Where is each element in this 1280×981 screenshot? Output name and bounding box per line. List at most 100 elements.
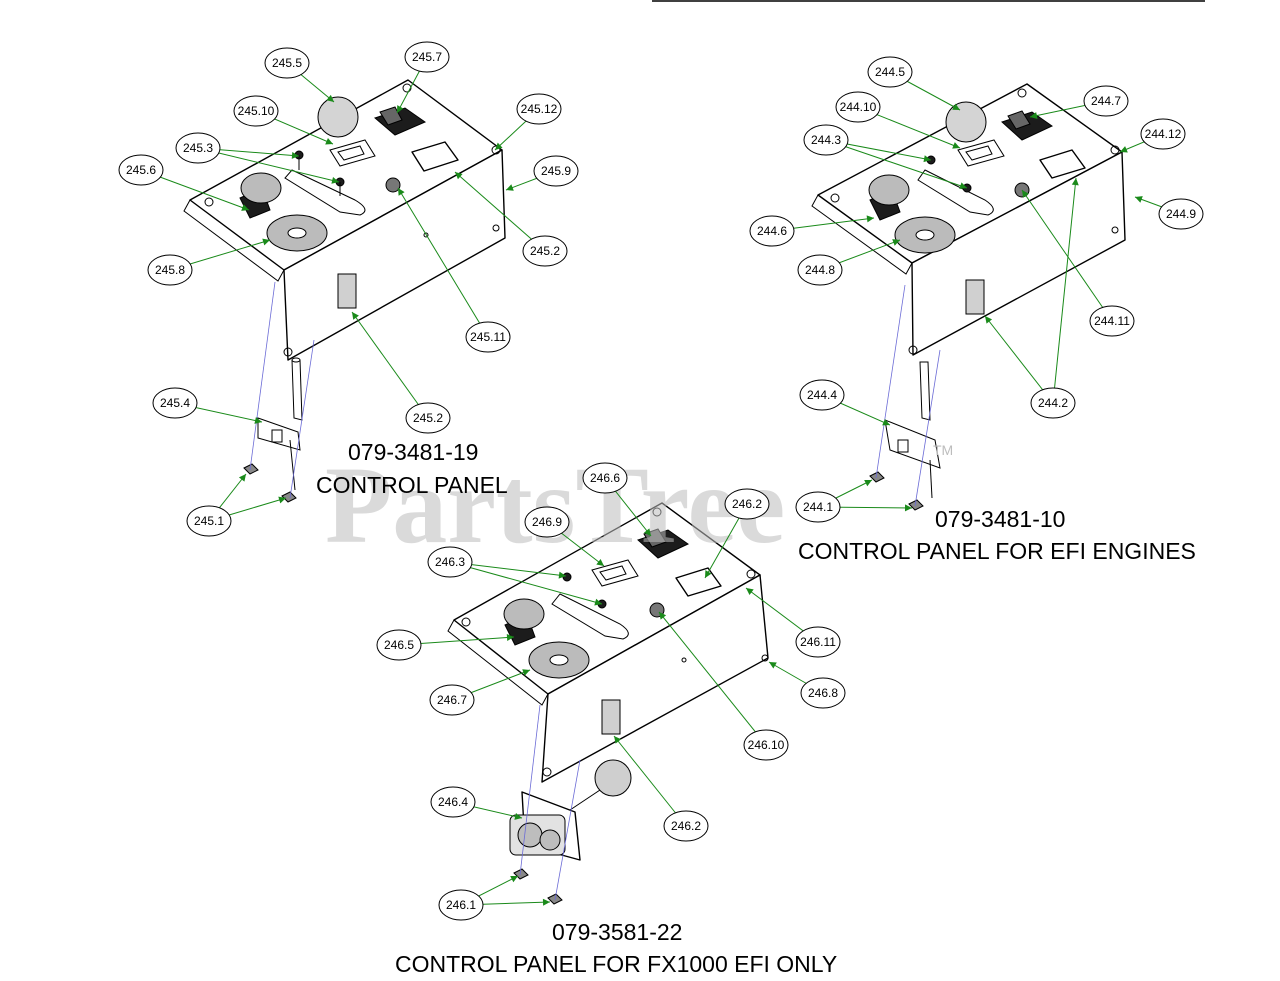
callout-246-4: 246.4 bbox=[430, 786, 523, 820]
leader-arrow bbox=[522, 669, 530, 676]
leader-arrow bbox=[326, 94, 334, 102]
callout-bubble bbox=[404, 41, 450, 73]
leader-line bbox=[351, 311, 429, 419]
callout-label: 246.6 bbox=[590, 471, 620, 485]
callout-244-7: 244.7 bbox=[1029, 85, 1129, 119]
leader-arrow bbox=[1022, 190, 1029, 198]
leader-arrow bbox=[892, 239, 900, 246]
callout-244-5: 244.5 bbox=[867, 56, 961, 111]
callout-246-2: 246.2 bbox=[704, 488, 770, 579]
leader-arrow bbox=[923, 155, 931, 163]
leader-arrow bbox=[510, 876, 518, 883]
callout-label: 245.5 bbox=[272, 56, 302, 70]
callout-246-11: 246.11 bbox=[745, 587, 841, 658]
leader-arrow bbox=[291, 151, 299, 159]
callout-bubble bbox=[524, 506, 570, 538]
callout-245-9: 245.9 bbox=[505, 155, 579, 191]
callout-246-5: 246.5 bbox=[376, 629, 515, 661]
callout-bubble bbox=[522, 235, 568, 267]
callout-label: 244.10 bbox=[840, 100, 877, 114]
callout-bubble bbox=[749, 215, 795, 247]
callout-bubble bbox=[1140, 118, 1186, 150]
callout-label: 244.8 bbox=[805, 263, 835, 277]
callout-label: 245.8 bbox=[155, 263, 185, 277]
callout-244-1: 244.1 bbox=[795, 479, 913, 523]
callout-bubble bbox=[800, 677, 846, 709]
callout-246-9: 246.9 bbox=[524, 506, 605, 567]
callout-label: 246.5 bbox=[384, 638, 414, 652]
callout-bubble bbox=[152, 387, 198, 419]
callout-246-6: 246.6 bbox=[582, 462, 652, 537]
callout-label: 244.11 bbox=[1094, 314, 1130, 328]
assembly-title: CONTROL PANEL FOR FX1000 EFI ONLY bbox=[395, 951, 837, 977]
assembly-title: CONTROL PANEL FOR EFI ENGINES bbox=[798, 538, 1196, 564]
callout-246-8: 246.8 bbox=[768, 661, 846, 709]
callout-244-6: 244.6 bbox=[749, 215, 875, 247]
callout-bubble bbox=[465, 321, 511, 353]
leader-arrow bbox=[769, 662, 777, 669]
callout-label: 246.10 bbox=[748, 738, 785, 752]
callout-bubble bbox=[376, 629, 422, 661]
callout-bubble bbox=[175, 132, 221, 164]
callout-245-2: 245.2 bbox=[351, 311, 451, 434]
callout-label: 245.12 bbox=[521, 102, 558, 116]
leader-arrow bbox=[455, 172, 463, 180]
callout-246-3: 246.3 bbox=[427, 546, 603, 606]
callout-245-1: 245.1 bbox=[186, 473, 287, 537]
callout-bubble bbox=[118, 154, 164, 186]
leader-arrow bbox=[495, 142, 503, 150]
leader-arrow bbox=[506, 184, 514, 191]
callout-244-4: 244.4 bbox=[799, 379, 891, 426]
callout-245-6: 245.6 bbox=[118, 154, 250, 211]
leader-arrow bbox=[952, 103, 960, 110]
callout-label: 246.1 bbox=[446, 898, 476, 912]
leader-line bbox=[984, 315, 1054, 404]
callout-label: 246.2 bbox=[732, 497, 762, 511]
callout-244-10: 244.10 bbox=[835, 91, 961, 149]
leader-arrow bbox=[254, 417, 262, 424]
callout-bubble bbox=[405, 402, 451, 434]
callout-bubble bbox=[264, 47, 310, 79]
callout-bubble bbox=[1083, 85, 1129, 117]
leader-arrow bbox=[542, 898, 550, 906]
leader-arrow bbox=[1071, 178, 1079, 186]
callout-bubble bbox=[1030, 387, 1076, 419]
assembly-title: CONTROL PANEL bbox=[316, 472, 508, 498]
panel-245-drawing bbox=[183, 79, 506, 503]
callout-bubble bbox=[803, 124, 849, 156]
callout-244-8: 244.8 bbox=[797, 239, 901, 286]
callout-label: 245.10 bbox=[238, 104, 275, 118]
callout-label: 246.4 bbox=[438, 795, 468, 809]
leader-arrow bbox=[594, 598, 602, 606]
leader-arrow bbox=[514, 813, 522, 820]
callout-label: 245.11 bbox=[470, 330, 506, 344]
callout-245-10: 245.10 bbox=[233, 95, 334, 145]
callout-245-4: 245.4 bbox=[152, 387, 263, 424]
leader-arrow bbox=[882, 418, 890, 426]
callout-bubble bbox=[233, 95, 279, 127]
leader-arrow bbox=[325, 138, 333, 145]
callout-label: 244.12 bbox=[1145, 127, 1182, 141]
callout-244-3: 244.3 bbox=[803, 124, 968, 190]
callout-label: 245.3 bbox=[183, 141, 213, 155]
leader-arrow bbox=[241, 204, 249, 211]
callout-bubble bbox=[582, 462, 628, 494]
leader-arrow bbox=[864, 480, 872, 487]
callout-245-12: 245.12 bbox=[494, 93, 562, 151]
callout-bubble bbox=[147, 254, 193, 286]
leader-line bbox=[454, 171, 546, 252]
callout-label: 244.9 bbox=[1166, 207, 1196, 221]
callout-bubble bbox=[1089, 305, 1135, 337]
callout-label: 245.2 bbox=[413, 411, 443, 425]
callout-label: 245.4 bbox=[160, 396, 190, 410]
leader-line bbox=[1052, 177, 1077, 404]
callout-bubble bbox=[427, 546, 473, 578]
leader-arrow bbox=[985, 316, 993, 324]
callout-bubble bbox=[867, 56, 913, 88]
leader-arrow bbox=[238, 474, 246, 482]
callout-label: 244.6 bbox=[757, 224, 787, 238]
callout-bubble bbox=[835, 91, 881, 123]
assembly-part-number: 079-3581-22 bbox=[552, 919, 682, 945]
callout-bubble bbox=[429, 684, 475, 716]
